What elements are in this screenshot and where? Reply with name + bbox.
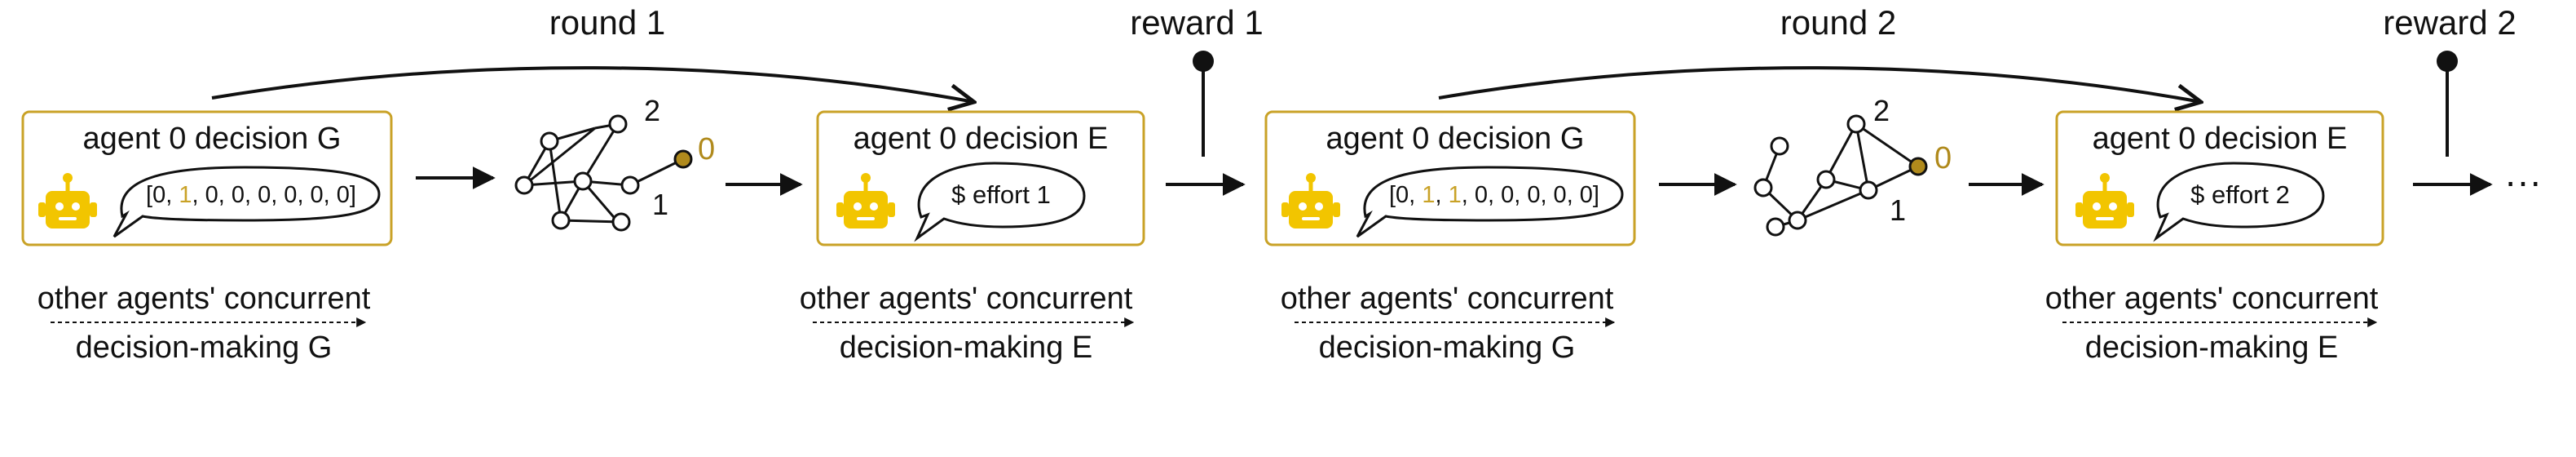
graph-2-label-1: 1 [1890,193,1906,227]
decision-box-4-bubble-text: $ effort 2 [2190,180,2290,209]
concurrent-label-1: other agents' concurrent decision-making… [37,282,371,365]
concurrent-label-4: other agents' concurrent decision-making… [2045,282,2379,365]
decision-box-1-bubble-text: [0, 1, 0, 0, 0, 0, 0, 0] [146,182,356,208]
round-1-arc [211,66,974,102]
decision-box-4: agent 0 decision E $ effort 2 [2055,110,2384,246]
graph-1-label-2: 2 [644,94,660,127]
graph-node [1846,114,1866,134]
round-2-label: round 2 [1780,3,1896,42]
concurrent-label-4-line2: decision-making E [2085,331,2338,365]
graph-node [611,212,631,232]
graph-node [573,171,593,191]
concurrent-label-4-line1: other agents' concurrent [2045,282,2379,316]
decision-box-2-bubble-text: $ effort 1 [951,180,1051,209]
concurrent-label-2-line2: decision-making E [840,331,1092,365]
graph-node [551,211,571,230]
graph-node [1753,178,1773,197]
decision-box-1: agent 0 decision G [0, 1, 0, 0, 0, 0, 0,… [21,110,393,246]
graph-node [540,131,559,151]
graph-node [620,175,640,195]
graph-node [1859,180,1878,200]
decision-box-3-title: agent 0 decision G [1326,122,1585,156]
round-1-label: round 1 [549,3,665,42]
concurrent-label-2: other agents' concurrent decision-making… [800,282,1135,365]
decision-box-2-title: agent 0 decision E [854,122,1109,156]
graph-node [1816,170,1836,189]
network-graph-2 [1753,114,1928,237]
graph-node [514,175,534,195]
concurrent-label-2-line1: other agents' concurrent [800,282,1133,316]
graph-node [1770,136,1789,156]
decision-box-4-title: agent 0 decision E [2093,122,2348,156]
decision-box-1-title: agent 0 decision G [83,122,342,156]
decision-box-3-bubble-text: [0, 1, 1, 0, 0, 0, 0, 0] [1389,182,1599,208]
graph-node [1788,211,1807,230]
network-graph-1 [514,114,693,232]
reward-1-pin [1193,51,1214,157]
graph-node-selected [1908,157,1928,176]
speech-bubble: $ effort 2 [2153,162,2325,242]
round-2-arc [1438,66,2201,102]
decision-box-3: agent 0 decision G [0, 1, 1, 0, 0, 0, 0,… [1264,110,1636,246]
graph-node-selected [673,149,693,169]
graph-node [1766,217,1785,237]
speech-bubble: $ effort 1 [914,162,1086,242]
concurrent-label-3-line2: decision-making G [1319,331,1576,365]
speech-bubble: [0, 1, 1, 0, 0, 0, 0, 0] [1356,166,1624,238]
decision-box-2: agent 0 decision E $ effort 1 [816,110,1145,246]
speech-bubble: [0, 1, 0, 0, 0, 0, 0, 0] [112,166,381,238]
graph-2-label-2: 2 [1873,94,1890,127]
concurrent-label-1-line2: decision-making G [76,331,333,365]
graph-1-label-0: 0 [698,132,715,166]
graph-node [608,114,628,134]
concurrent-label-3: other agents' concurrent decision-making… [1281,282,1616,365]
graph-1-label-1: 1 [652,188,668,221]
reward-2-label: reward 2 [2383,3,2516,42]
reward-2-pin [2437,51,2458,157]
concurrent-label-3-line1: other agents' concurrent [1281,282,1614,316]
reward-1-label: reward 1 [1130,3,1263,42]
concurrent-label-1-line1: other agents' concurrent [37,282,371,316]
graph-2-label-0: 0 [1934,141,1952,175]
continuation-ellipsis: ··· [2504,160,2542,202]
